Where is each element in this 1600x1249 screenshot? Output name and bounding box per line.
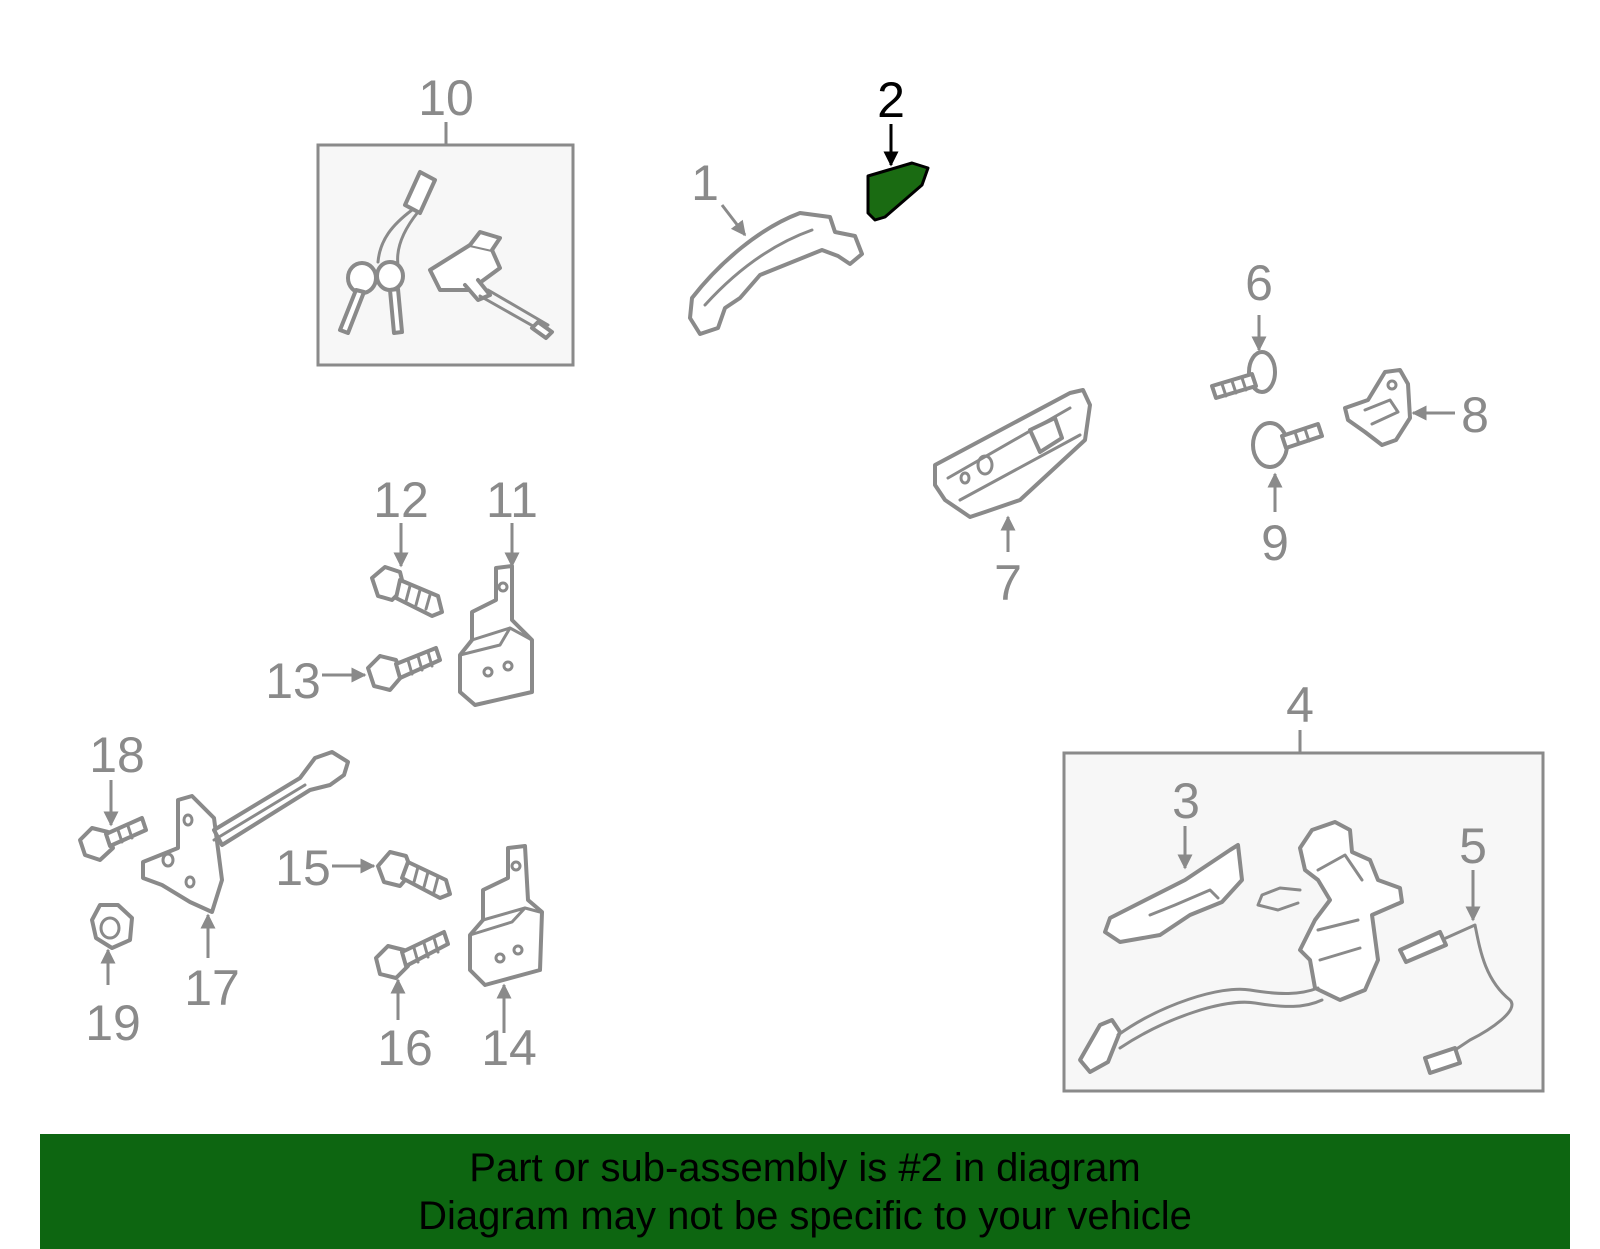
callout-3: 3	[1172, 773, 1200, 829]
callout-6: 6	[1245, 255, 1273, 311]
hinge-14-drawing	[468, 844, 544, 987]
bolt-16-drawing	[374, 930, 450, 980]
callout-19: 19	[85, 995, 141, 1051]
callout-2: 2	[877, 72, 905, 128]
callout-5: 5	[1459, 818, 1487, 874]
callout-7: 7	[994, 555, 1022, 611]
banner-line-1: Part or sub-assembly is #2 in diagram	[469, 1146, 1141, 1190]
callout-15: 15	[275, 840, 331, 896]
callout-12: 12	[373, 472, 429, 528]
screw-6-drawing	[1210, 350, 1277, 400]
nut-19-drawing	[90, 903, 134, 950]
door-check-drawing	[141, 750, 350, 914]
bolt-15-drawing	[376, 850, 452, 900]
callout-13: 13	[265, 653, 321, 709]
callout-9: 9	[1261, 515, 1289, 571]
lock-cylinder-drawing	[428, 230, 554, 340]
bolt-13-drawing	[366, 646, 442, 692]
leader-1	[720, 204, 747, 237]
door-handle-drawing	[688, 211, 864, 336]
info-banner: Part or sub-assembly is #2 in diagram Di…	[40, 1134, 1570, 1249]
callout-14: 14	[481, 1020, 537, 1076]
hinge-11-drawing	[458, 564, 534, 707]
callout-4: 4	[1286, 677, 1314, 733]
door-latch-drawing	[1256, 820, 1404, 1002]
handle-cap-part-highlighted[interactable]	[866, 161, 930, 222]
callout-16: 16	[377, 1020, 433, 1076]
callout-8: 8	[1461, 387, 1489, 443]
bolt-18-drawing	[78, 816, 148, 862]
wire-harness-5-drawing	[1398, 923, 1514, 1075]
screw-9-drawing	[1251, 421, 1324, 469]
keys-drawing	[338, 170, 437, 335]
callout-17: 17	[184, 960, 240, 1016]
bolt-12-drawing	[370, 565, 444, 618]
banner-line-2: Diagram may not be specific to your vehi…	[418, 1194, 1192, 1238]
callout-1: 1	[691, 155, 719, 211]
handle-frame-drawing	[933, 388, 1092, 519]
lock-lever-3-drawing	[1103, 843, 1244, 944]
striker-drawing	[1343, 368, 1412, 447]
callout-10: 10	[418, 70, 474, 126]
latch-cable-drawing	[1078, 986, 1324, 1074]
latch-assembly-group: 3 5	[1062, 730, 1545, 1093]
callout-18: 18	[89, 727, 145, 783]
key-lock-set-group	[316, 122, 575, 367]
callout-11: 11	[486, 472, 538, 528]
